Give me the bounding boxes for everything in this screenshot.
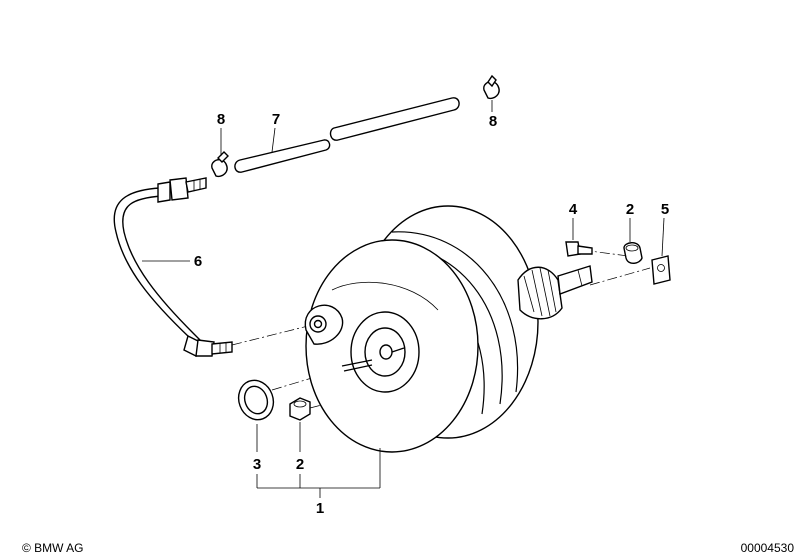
copyright-text: © BMW AG bbox=[22, 541, 84, 555]
leader-lines bbox=[142, 100, 665, 498]
label-booster: 1 bbox=[316, 500, 324, 517]
label-clip: 5 bbox=[661, 201, 669, 218]
label-vacuum-line: 6 bbox=[194, 253, 202, 270]
label-bolt: 4 bbox=[569, 201, 578, 218]
hose-clamp-left bbox=[211, 151, 229, 178]
label-clamp-right: 8 bbox=[489, 113, 497, 130]
label-hose: 7 bbox=[272, 111, 280, 128]
brake-booster bbox=[304, 205, 593, 453]
nut-left bbox=[289, 397, 311, 421]
label-nut-left: 2 bbox=[296, 456, 304, 473]
nut-right bbox=[623, 242, 643, 264]
label-oring: 3 bbox=[253, 456, 261, 473]
clip bbox=[651, 255, 671, 285]
hose bbox=[234, 97, 460, 173]
label-clamp-left: 8 bbox=[217, 111, 225, 128]
label-nut-right: 2 bbox=[626, 201, 634, 218]
o-ring bbox=[237, 379, 275, 421]
diagram-part-number: 00004530 bbox=[741, 541, 795, 555]
vacuum-line bbox=[113, 177, 233, 358]
hose-clamp-right bbox=[483, 74, 500, 100]
callout-labels: 8 7 8 6 4 2 5 3 2 1 bbox=[194, 111, 669, 517]
bolt bbox=[565, 241, 593, 257]
